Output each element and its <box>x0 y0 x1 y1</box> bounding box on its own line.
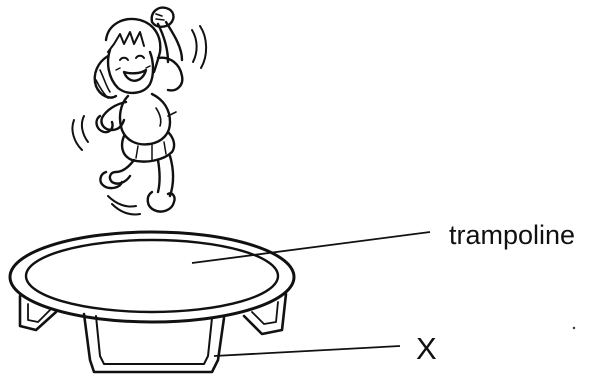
girl-fringe <box>108 32 144 52</box>
girl-open-mouth <box>124 70 146 81</box>
motion-lines-right <box>192 26 206 68</box>
trampoline-leg-right <box>244 294 286 334</box>
stray-mark <box>573 327 575 329</box>
girl-fist <box>152 8 174 27</box>
girl-left-leg <box>110 160 134 184</box>
girl-shirt-lines <box>156 108 176 126</box>
girl-right-pigtail <box>158 58 182 91</box>
trampoline-mat <box>26 240 278 312</box>
girl-eyes <box>120 56 144 60</box>
trampoline <box>10 232 294 372</box>
x-leader-line <box>214 346 400 356</box>
girl-raised-arm <box>158 22 182 62</box>
trampoline-leg-left <box>20 296 56 330</box>
fist-finger-lines <box>156 14 164 20</box>
trampoline-label: trampoline <box>449 222 575 249</box>
x-label: X <box>416 333 437 364</box>
girl-right-leg <box>158 156 173 196</box>
girl-left-pigtail <box>95 56 116 98</box>
motion-lines-left <box>72 116 88 150</box>
girl-torso <box>120 94 170 144</box>
trampoline-rim-outer <box>10 232 294 322</box>
leader-lines <box>192 232 430 356</box>
motion-lines-bottom <box>108 196 140 215</box>
girl-left-hand <box>97 116 113 132</box>
girl-jumping-figure <box>72 8 206 215</box>
